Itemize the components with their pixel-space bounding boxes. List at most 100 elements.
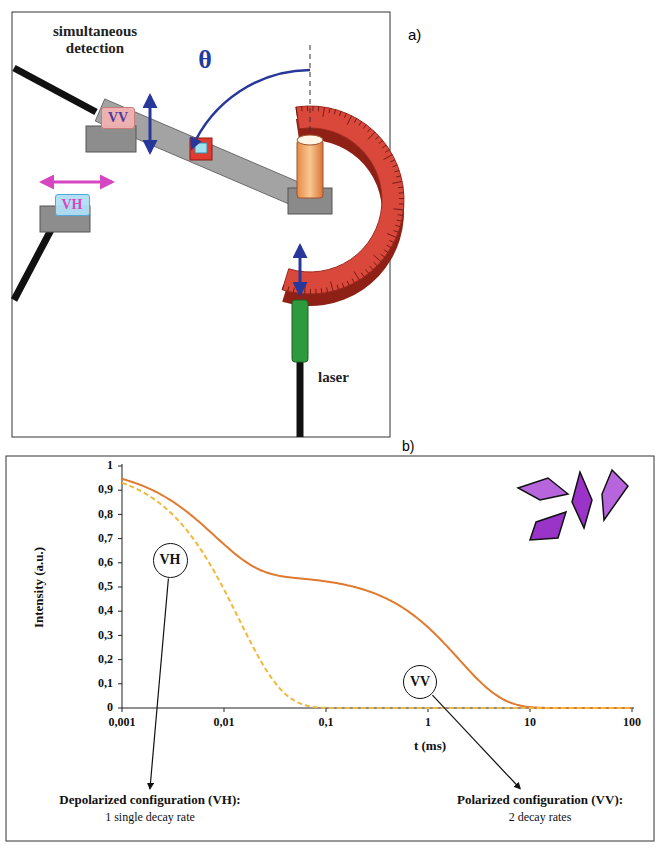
reference-line	[310, 45, 311, 150]
tick-label: 10	[524, 716, 536, 730]
scale-tick	[399, 192, 404, 193]
scale-tick	[282, 285, 283, 290]
axis-tick	[122, 708, 123, 712]
tick-label: 0,5	[98, 580, 113, 594]
y-axis	[122, 464, 123, 708]
scale-tick	[347, 281, 349, 286]
leader-arrow	[150, 578, 168, 788]
optical-fibre	[14, 228, 52, 300]
axis-tick	[118, 514, 122, 515]
axis-tick	[224, 708, 225, 712]
label: Intensity (a.u.)	[33, 546, 48, 627]
axis-tick	[118, 562, 122, 563]
scale-tick	[399, 203, 404, 204]
scale-tick	[398, 214, 403, 216]
callout-circle: VV	[403, 665, 437, 699]
scale-tick	[375, 136, 379, 139]
scale-tick	[347, 116, 351, 125]
scale-tick	[387, 245, 391, 248]
label: Polarized configuration (VV):	[457, 793, 623, 808]
scale-tick	[326, 287, 328, 292]
scale-tick	[374, 262, 378, 265]
goniometer-arm	[95, 99, 314, 211]
sample-vial	[297, 140, 323, 198]
scale-tick	[382, 145, 386, 148]
vv-curve	[122, 479, 632, 708]
polarisation-arrow	[42, 181, 112, 184]
optical-fibre	[297, 360, 304, 437]
scale-tick	[370, 266, 373, 270]
scale-tick	[366, 270, 369, 274]
tick-label: 1	[425, 716, 431, 730]
label: simultaneous detection	[35, 23, 155, 58]
scale-tick	[354, 118, 356, 122]
leader-lines	[150, 578, 520, 788]
scale-tick	[395, 225, 400, 226]
callout-circle: VH	[153, 543, 188, 578]
scale-tick	[331, 281, 333, 291]
axis-tick	[118, 538, 122, 539]
axis-tick	[118, 490, 122, 491]
axis-tick	[118, 635, 122, 636]
scale-tick	[301, 106, 302, 111]
polarizer: VH	[55, 194, 90, 215]
node-text: VH	[62, 197, 83, 212]
lens-window	[195, 143, 207, 153]
laser-head	[292, 300, 308, 362]
scale-tick	[359, 121, 362, 125]
label: a)	[408, 26, 421, 43]
polarisation-arrow	[149, 96, 152, 152]
tick-label: 1	[107, 459, 113, 473]
scale-tick	[329, 108, 330, 113]
scale-tick	[385, 150, 389, 153]
scale-tick	[389, 240, 393, 242]
tick-label: 0,4	[98, 604, 113, 618]
axis-tick	[118, 466, 122, 467]
scale-tick	[334, 110, 335, 115]
scale-tick	[392, 181, 402, 183]
label: laser	[318, 369, 349, 386]
scale-tick	[394, 230, 399, 232]
particle	[530, 512, 566, 540]
node-text: VV	[108, 110, 128, 125]
scale-tick	[390, 160, 395, 162]
tick-label: 0,1	[319, 716, 334, 730]
scale-tick	[373, 255, 381, 262]
angle-symbol: θ	[198, 45, 212, 75]
tick-label: 0,01	[214, 716, 235, 730]
tick-label: 0,001	[109, 716, 136, 730]
axis-tick	[118, 611, 122, 612]
scale-tick	[344, 113, 346, 118]
scale-tick	[361, 273, 364, 277]
scale-tick	[342, 283, 344, 288]
goniometer	[14, 45, 404, 437]
scale-tick	[339, 111, 341, 116]
scale-tick	[315, 289, 316, 294]
axis-tick	[118, 659, 122, 660]
optical-fibre	[14, 68, 96, 112]
tick-label: 0,1	[98, 677, 113, 691]
scale-tick	[399, 198, 404, 199]
label: b)	[402, 438, 414, 454]
scale-tick	[304, 284, 306, 294]
particle	[518, 478, 568, 500]
tick-label: 0,7	[98, 532, 113, 546]
lens-block	[190, 138, 212, 160]
node-text: VV	[410, 674, 430, 689]
node-text: VH	[160, 552, 181, 567]
tick-label: 0,6	[98, 556, 113, 570]
axis-tick	[118, 708, 122, 709]
vh-curve	[122, 483, 632, 708]
scale-tick	[288, 286, 289, 291]
vial-cap	[297, 135, 323, 145]
protractor	[282, 106, 404, 294]
scale-tick	[397, 220, 402, 221]
scale-tick	[307, 106, 308, 111]
scale-tick	[352, 278, 354, 282]
particle	[602, 470, 628, 520]
scale-tick	[381, 254, 385, 257]
scale-tick	[296, 107, 297, 117]
angle-arrow	[192, 70, 310, 148]
scale-tick	[363, 125, 366, 129]
